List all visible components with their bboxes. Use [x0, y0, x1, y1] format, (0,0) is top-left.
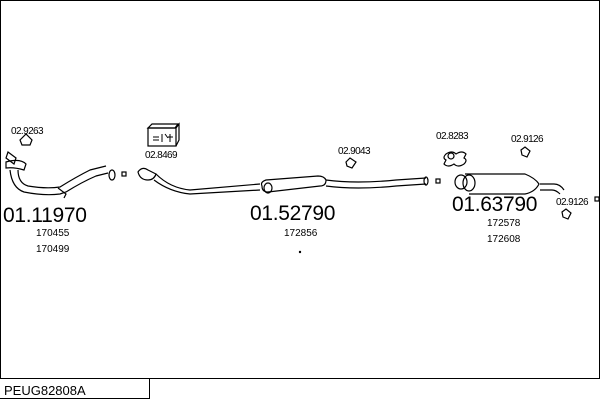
part-ref: 170499 — [36, 244, 70, 255]
part-number: 01.11970 — [3, 204, 87, 227]
part-ref: 172608 — [487, 234, 521, 245]
connector-square — [594, 196, 600, 202]
accessory-label: 02.8283 — [436, 131, 469, 142]
accessory-label: 02.9126 — [556, 197, 589, 208]
part-number: 01.52790 — [250, 202, 336, 225]
rubber-mount-icon — [561, 208, 572, 220]
rubber-mount-icon — [520, 146, 531, 158]
part-ref: 170455 — [36, 228, 70, 239]
accessory-label: 02.9263 — [11, 126, 44, 137]
connector-square — [435, 178, 441, 184]
accessory-label: 02.9043 — [338, 146, 371, 157]
front-pipe-drawing — [5, 151, 116, 199]
rear-muffler-drawing — [443, 146, 572, 220]
diagram-code-box: PEUG82808A — [0, 378, 150, 399]
gasket-kit-box-icon — [146, 122, 180, 147]
part-ref: 172578 — [487, 218, 521, 229]
mount-kit-icon — [443, 151, 467, 167]
part-number: 01.63790 — [452, 193, 538, 216]
accessory-label: 02.8469 — [145, 150, 178, 161]
diagram-code: PEUG82808A — [4, 383, 86, 398]
part-ref: 172856 — [284, 228, 318, 239]
accessory-label: 02.9126 — [511, 134, 544, 145]
centre-muffler-drawing — [137, 167, 429, 195]
gasket-icon — [19, 133, 33, 146]
rubber-mount-icon — [345, 157, 357, 169]
connector-square — [121, 171, 127, 177]
